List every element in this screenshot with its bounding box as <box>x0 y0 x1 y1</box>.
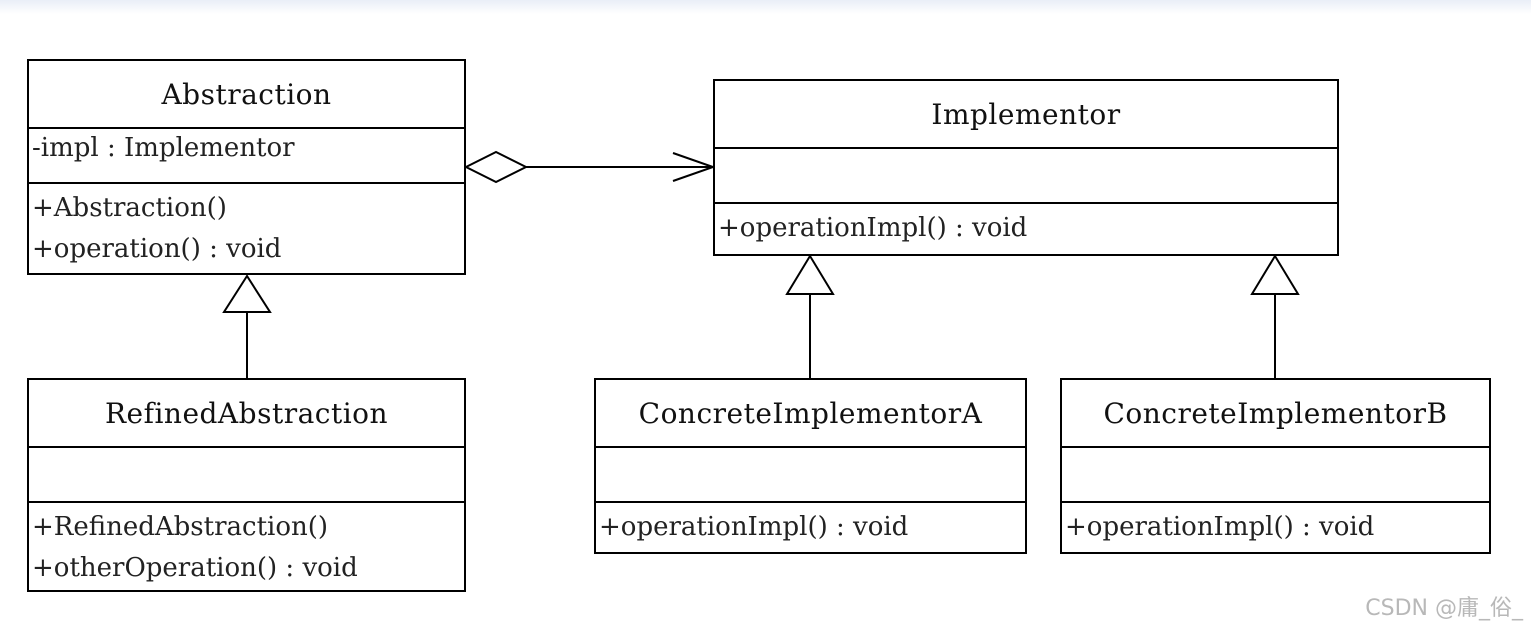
operation-operation-impl: +operationImpl() : void <box>1065 512 1375 542</box>
generalization-triangle-implementor-a <box>785 254 835 295</box>
operation-operation: +operation() : void <box>32 234 282 264</box>
operations-compartment: +operationImpl() : void <box>596 503 1025 552</box>
operation-constructor: +Abstraction() <box>32 193 227 223</box>
top-edge-fade <box>0 0 1531 14</box>
operation-constructor: +RefinedAbstraction() <box>32 512 329 542</box>
class-abstraction[interactable]: Abstraction -impl : Implementor +Abstrac… <box>27 59 466 275</box>
operations-compartment: +Abstraction() +operation() : void <box>29 184 464 273</box>
class-name: ConcreteImplementorB <box>1062 380 1489 448</box>
class-name: RefinedAbstraction <box>29 380 464 448</box>
operations-compartment: +RefinedAbstraction() +otherOperation() … <box>29 503 464 590</box>
class-refined-abstraction[interactable]: RefinedAbstraction +RefinedAbstraction()… <box>27 378 466 592</box>
class-name: Abstraction <box>29 61 464 129</box>
attributes-compartment <box>1062 448 1489 503</box>
operation-other-operation: +otherOperation() : void <box>32 553 358 583</box>
attributes-compartment <box>715 149 1337 204</box>
class-concrete-implementor-b[interactable]: ConcreteImplementorB +operationImpl() : … <box>1060 378 1491 554</box>
class-name: ConcreteImplementorA <box>596 380 1025 448</box>
operation-operation-impl: +operationImpl() : void <box>599 512 909 542</box>
class-concrete-implementor-a[interactable]: ConcreteImplementorA +operationImpl() : … <box>594 378 1027 554</box>
class-name: Implementor <box>715 81 1337 149</box>
generalization-triangle-abstraction <box>222 274 272 313</box>
operations-compartment: +operationImpl() : void <box>1062 503 1489 552</box>
aggregation-diamond <box>463 150 529 184</box>
operation-operation-impl: +operationImpl() : void <box>718 213 1028 243</box>
attributes-compartment <box>596 448 1025 503</box>
attributes-compartment <box>29 448 464 503</box>
attribute-impl: -impl : Implementor <box>32 133 295 163</box>
class-implementor[interactable]: Implementor +operationImpl() : void <box>713 79 1339 256</box>
operations-compartment: +operationImpl() : void <box>715 204 1337 254</box>
watermark: CSDN @庸_俗_ <box>1365 596 1523 621</box>
generalization-triangle-implementor-b <box>1250 254 1300 295</box>
attributes-compartment: -impl : Implementor <box>29 129 464 184</box>
